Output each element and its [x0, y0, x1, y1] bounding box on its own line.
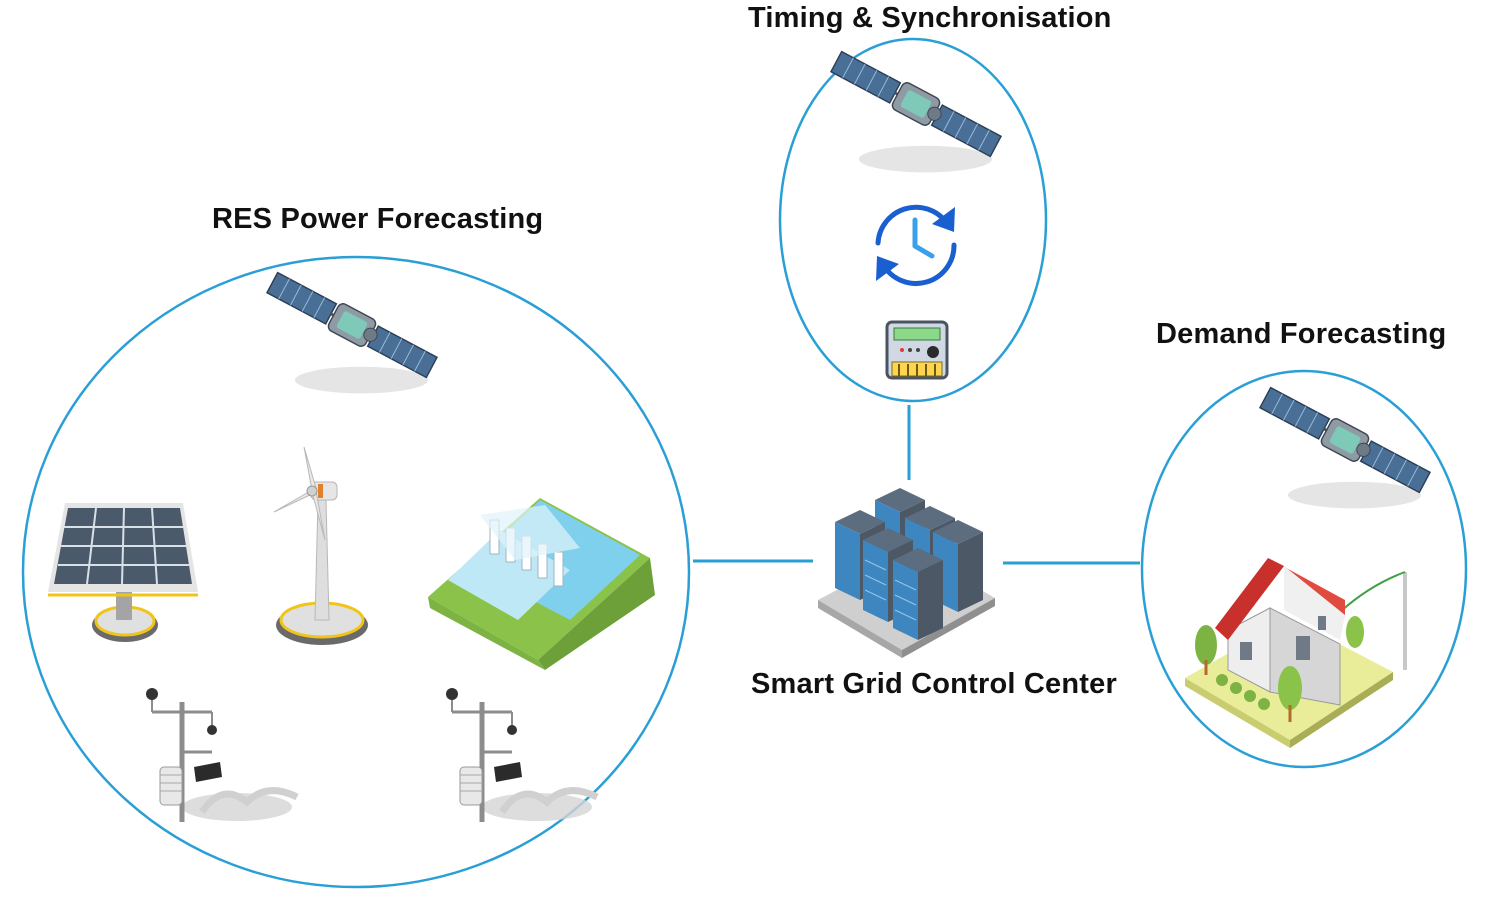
center-label: Smart Grid Control Center — [751, 668, 1117, 701]
smart-meter-icon — [887, 322, 947, 378]
demand-label: Demand Forecasting — [1156, 318, 1446, 351]
solar-panel-icon — [48, 503, 198, 642]
satellite-icon — [265, 269, 439, 393]
satellite-icon — [829, 48, 1003, 172]
timing-label: Timing & Synchronisation — [748, 2, 1112, 35]
wind-turbine-icon — [274, 447, 368, 645]
weather-station-icon — [146, 688, 297, 822]
satellite-icon — [1258, 384, 1432, 508]
hydro-dam-icon — [428, 498, 655, 670]
weather-station-icon — [446, 688, 597, 822]
house-icon — [1185, 558, 1405, 748]
server-cluster-icon — [818, 488, 995, 658]
res-label: RES Power Forecasting — [212, 203, 543, 236]
sync-clock-icon — [876, 207, 955, 284]
